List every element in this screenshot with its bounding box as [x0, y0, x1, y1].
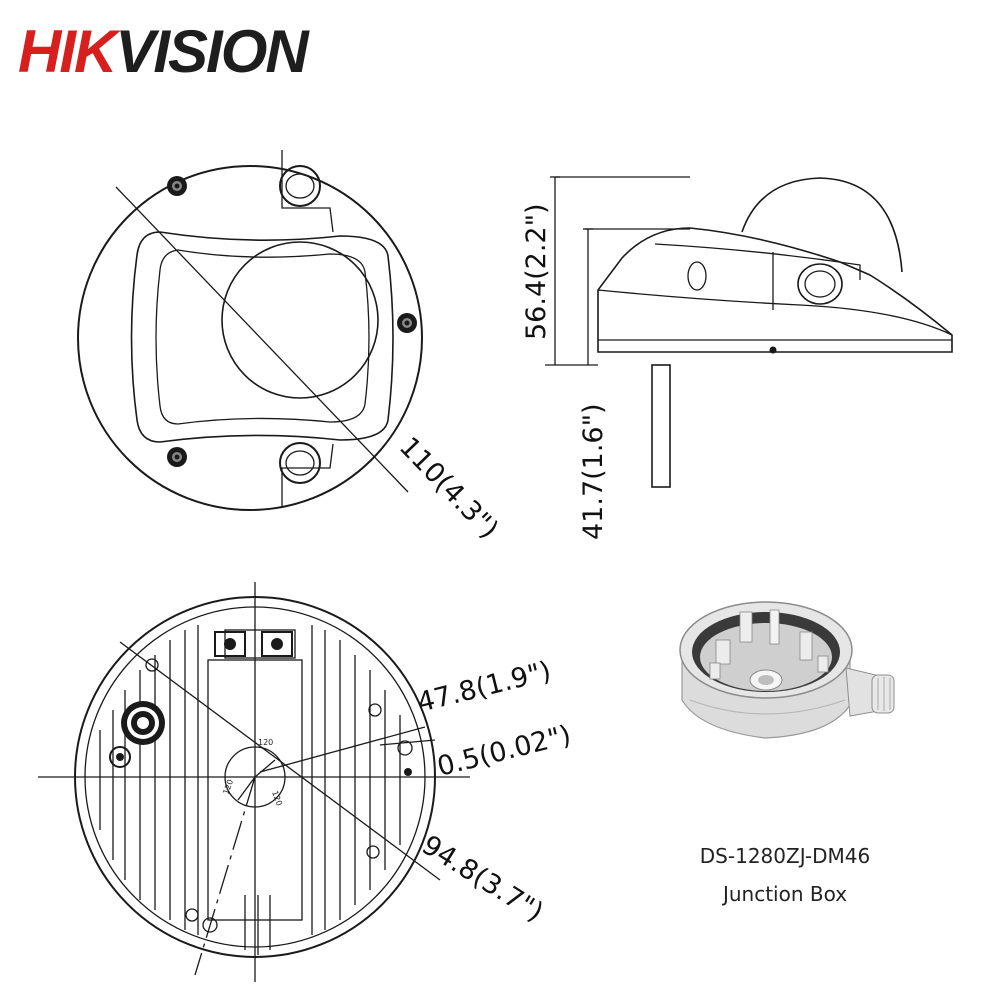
angle-label: 120: [221, 778, 235, 795]
box-offset-label: 0.5(0.02"): [434, 720, 574, 783]
side-total-height-label: 56.4(2.2"): [521, 203, 552, 340]
top-tab-hole: [279, 165, 321, 207]
screw-icon: [397, 313, 417, 333]
logo-text-red: HIK: [18, 18, 117, 85]
camera-bottom-tab: [281, 443, 334, 507]
bottom-tab-hole: [279, 442, 321, 484]
lens-dome: [221, 241, 379, 399]
product-model: DS-1280ZJ-DM46: [699, 844, 871, 868]
logo-text-dark: VISION: [115, 18, 308, 85]
side-lens-dome: [741, 177, 903, 273]
screw-icon: [167, 176, 187, 196]
angle-label: 120: [258, 738, 273, 747]
mount-post: [651, 364, 671, 488]
diameter-line: [115, 186, 409, 493]
camera-outer-circle: [77, 165, 423, 511]
camera-side-view: 56.4(2.2") 41.7(1.6"): [521, 176, 953, 540]
junction-box-bottom-view: 120 120 120 47.8(1.9") 0.5(0.02") 94.8(3…: [38, 582, 574, 982]
top-view-diameter-label: 110(4.3"): [393, 431, 504, 545]
camera-top-view: 110(4.3"): [77, 150, 504, 545]
center-hub: [224, 746, 286, 808]
junction-box-photo: [679, 601, 895, 739]
screw-icon: [167, 447, 187, 467]
camera-inner-outline: [155, 249, 370, 425]
box-ribs: [99, 625, 401, 955]
side-screw-hole: [687, 261, 707, 291]
angle-label: 120: [270, 790, 284, 807]
product-name: Junction Box: [722, 882, 848, 906]
side-tab-hole: [797, 263, 843, 305]
camera-body-outline: [130, 231, 394, 443]
hikvision-logo: HIKVISION: [18, 22, 309, 82]
cable-gland-icon: [121, 701, 165, 745]
box-bolt-spacing-label: 47.8(1.9"): [414, 656, 554, 719]
side-lower-height-label: 41.7(1.6"): [578, 403, 609, 540]
box-diameter-label: 94.8(3.7"): [416, 830, 548, 929]
side-body: [597, 227, 953, 353]
camera-top-tab: [281, 150, 334, 233]
